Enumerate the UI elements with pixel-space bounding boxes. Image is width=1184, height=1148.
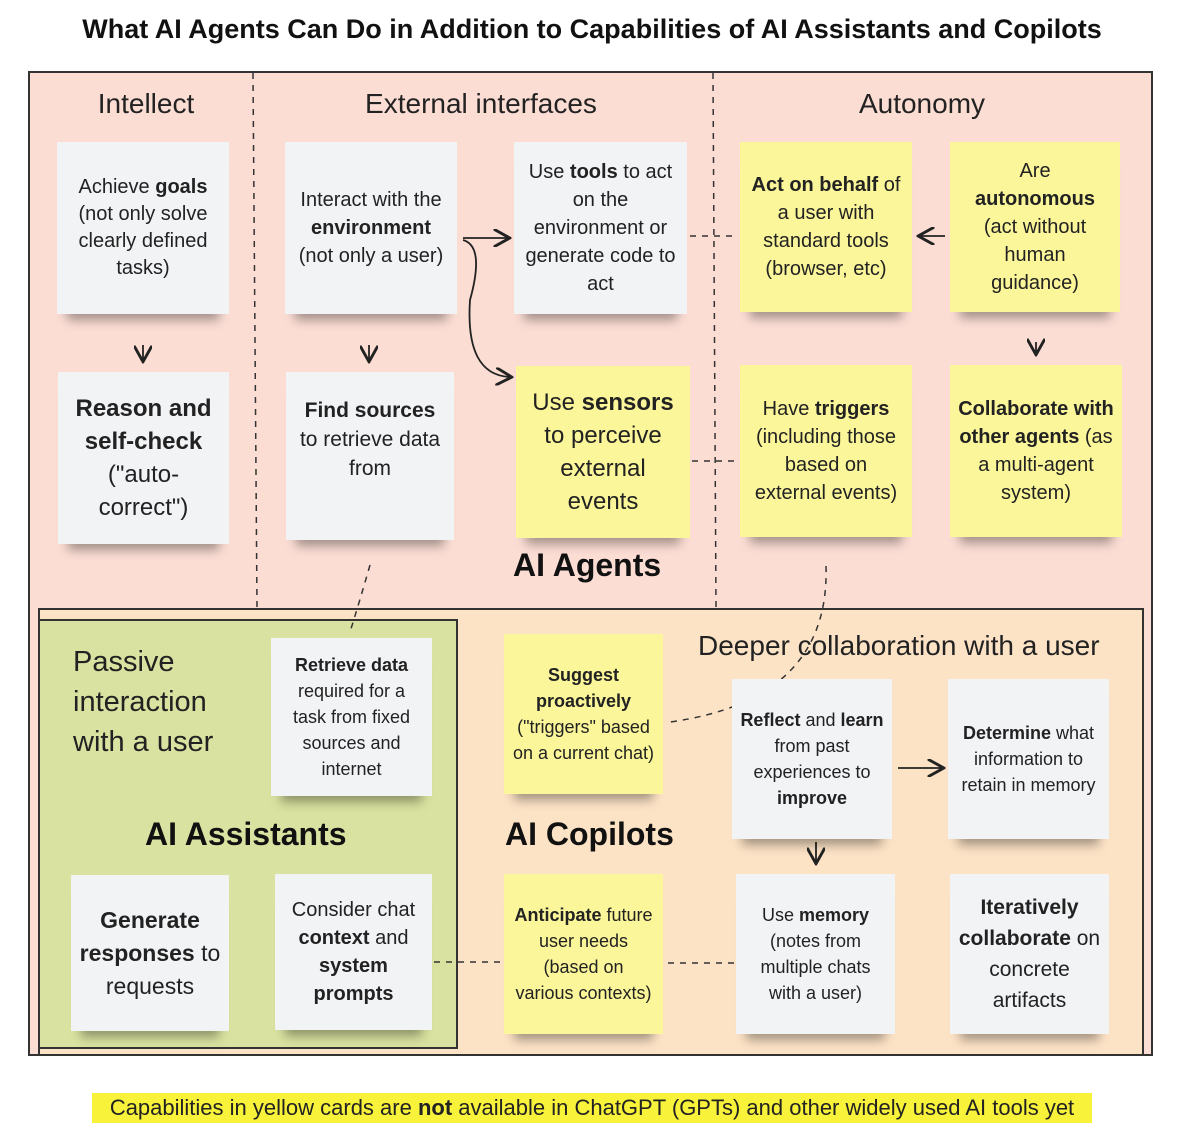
card-achieve-goals: Achieve goals (not only solve clearly de… bbox=[57, 142, 229, 314]
card-are-autonomous: Are autonomous (act without human guidan… bbox=[950, 142, 1120, 312]
ai-assistants-label: AI Assistants bbox=[145, 816, 347, 852]
card-reason-self-check: Reason and self-check ("auto-correct") bbox=[58, 372, 229, 544]
card-iteratively-collaborate: Iteratively collaborate on concrete arti… bbox=[950, 874, 1109, 1034]
card-use-memory: Use memory (notes from multiple chats wi… bbox=[736, 874, 895, 1034]
arrow-interact-sensors bbox=[462, 239, 510, 377]
footer-note: Capabilities in yellow cards are not ava… bbox=[92, 1093, 1092, 1123]
ai-copilots-label: AI Copilots bbox=[505, 816, 674, 852]
column-header-external-interfaces: External interfaces bbox=[365, 88, 597, 119]
passive-interaction-label: Passive interaction with a user bbox=[73, 646, 214, 758]
card-act-on-behalf: Act on behalf of a user with standard to… bbox=[740, 142, 912, 312]
diagram-title: What AI Agents Can Do in Addition to Cap… bbox=[82, 14, 1102, 44]
column-header-autonomy: Autonomy bbox=[858, 88, 986, 119]
card-suggest-proactively: Suggest proactively ("triggers" based on… bbox=[504, 634, 663, 794]
dash-triggers-suggest bbox=[669, 565, 827, 723]
card-generate-responses: Generate responses to requests bbox=[71, 875, 229, 1031]
card-have-triggers: Have triggers (including those based on … bbox=[740, 365, 912, 537]
deeper-collaboration-label: Deeper collaboration with a user bbox=[698, 630, 1100, 661]
card-anticipate-needs: Anticipate future user needs (based on v… bbox=[504, 874, 663, 1034]
card-find-sources: Find sources to retrieve data from bbox=[286, 372, 454, 540]
column-header-intellect: Intellect bbox=[97, 88, 195, 119]
card-reflect-learn: Reflect and learn from past experiences … bbox=[732, 679, 892, 839]
dash-find-retrieve bbox=[349, 564, 371, 633]
ai-agents-label: AI Agents bbox=[513, 547, 662, 583]
card-retrieve-data: Retrieve data required for a task from f… bbox=[271, 638, 432, 796]
card-interact-environment: Interact with the environment (not only … bbox=[285, 142, 457, 314]
card-determine-memory: Determine what information to retain in … bbox=[948, 679, 1109, 839]
card-use-sensors: Use sensors to perceive external events bbox=[516, 366, 690, 538]
divider-intellect-external bbox=[252, 72, 258, 608]
card-collaborate-agents: Collaborate with other agents (as a mult… bbox=[950, 365, 1122, 537]
card-consider-context: Consider chat context and system prompts bbox=[275, 874, 432, 1030]
divider-external-autonomy bbox=[712, 72, 717, 608]
card-use-tools: Use tools to act on the environment or g… bbox=[514, 142, 687, 314]
